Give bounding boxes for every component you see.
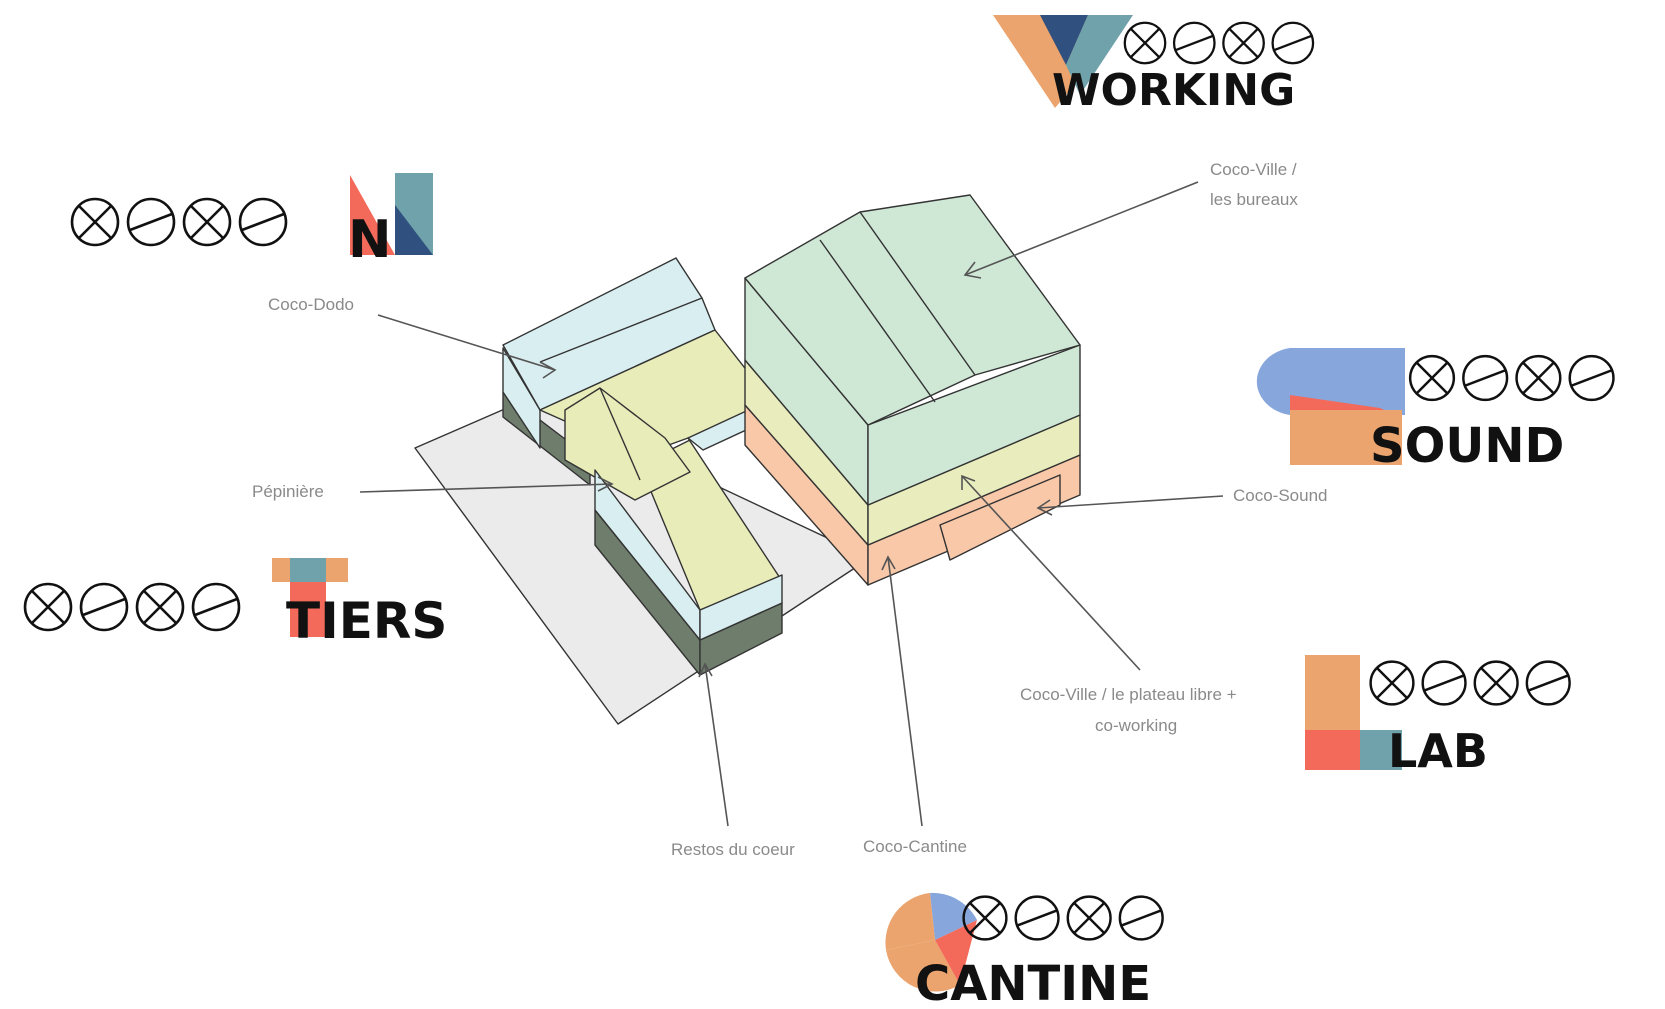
tiers-red-stem <box>290 582 326 637</box>
logo-tiers-word: TIERS <box>286 592 447 650</box>
label-coco-cantine: Coco-Cantine <box>863 837 967 856</box>
cocon-navy-shape <box>395 205 433 255</box>
logo-cocon-word: N <box>348 210 392 270</box>
leader-dodo <box>377 314 556 371</box>
working-navy-triangle <box>1040 15 1088 65</box>
logo-sound-word: SOUND <box>1370 418 1564 474</box>
sound-orange-block <box>1290 410 1402 465</box>
logo-cocon: N <box>72 173 433 270</box>
lab-teal-block <box>1360 730 1402 770</box>
label-bureaux-line1: Coco-Ville / <box>1210 160 1297 179</box>
label-coco-dodo: Coco-Dodo <box>268 295 354 314</box>
label-bureaux-line2: les bureaux <box>1210 190 1298 209</box>
cantine-blue-slice <box>930 892 977 940</box>
pepiniere-ridge <box>599 387 641 481</box>
bureaux-ridge-2 <box>859 211 976 376</box>
working-teal-triangle <box>1066 15 1133 95</box>
label-restos-du-coeur: Restos du coeur <box>671 840 795 859</box>
label-plateau-line2: co-working <box>1095 716 1177 735</box>
label-plateau-line1: Coco-Ville / le plateau libre + <box>1020 685 1237 704</box>
dodo-ridge-line <box>539 297 703 363</box>
tiers-teal-bar <box>290 558 326 582</box>
building-axonometric <box>414 194 1081 725</box>
logo-coco-tiers: TIERS <box>25 558 447 650</box>
leader-pepiniere <box>359 483 613 493</box>
leader-bureaux <box>964 181 1199 276</box>
bureaux-ridge-1 <box>819 239 936 403</box>
annotations: Coco-Ville / les bureaux Coco-Dodo Pépin… <box>252 160 1328 859</box>
leader-sound <box>1037 495 1224 509</box>
logo-coco-lab: LAB <box>1305 655 1570 778</box>
lab-red-block <box>1305 730 1360 770</box>
cocon-red-shape <box>350 175 395 255</box>
label-pepiniere: Pépinière <box>252 482 324 501</box>
bureaux-side <box>867 344 1081 506</box>
cantine-orange-slice <box>885 893 935 950</box>
logo-cantine-word: CANTINE <box>915 956 1151 1009</box>
cantine-red-slice <box>935 920 977 985</box>
restos-wall-front <box>699 574 783 641</box>
logo-working-word: WORKING <box>1052 65 1295 116</box>
leader-restos <box>704 663 729 827</box>
leader-cantine <box>887 556 923 827</box>
cantine-orange-slice-2 <box>886 940 960 992</box>
leader-plateau <box>961 475 1141 671</box>
logo-coco-cantine: CANTINE <box>885 892 1162 1009</box>
logo-coco-sound: SOUND <box>1256 348 1614 474</box>
logo-coco-working: WORKING <box>993 15 1313 116</box>
logo-lab-word: LAB <box>1388 724 1488 778</box>
label-coco-sound: Coco-Sound <box>1233 486 1328 505</box>
